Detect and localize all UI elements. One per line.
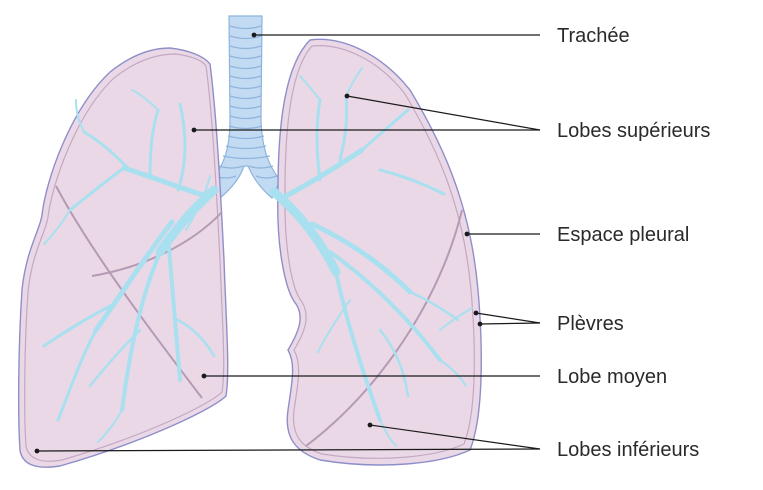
- trachea-illustration: [212, 16, 280, 198]
- label-pleural-space: Espace pleural: [557, 224, 689, 246]
- left-lung-illustration: [19, 48, 228, 467]
- label-pleurae: Plèvres: [557, 313, 624, 335]
- label-lower-lobes: Lobes inférieurs: [557, 439, 699, 461]
- label-upper-lobes: Lobes supérieurs: [557, 120, 710, 142]
- label-trachea: Trachée: [557, 25, 630, 47]
- label-middle-lobe: Lobe moyen: [557, 366, 667, 388]
- right-lung-illustration: [274, 39, 481, 465]
